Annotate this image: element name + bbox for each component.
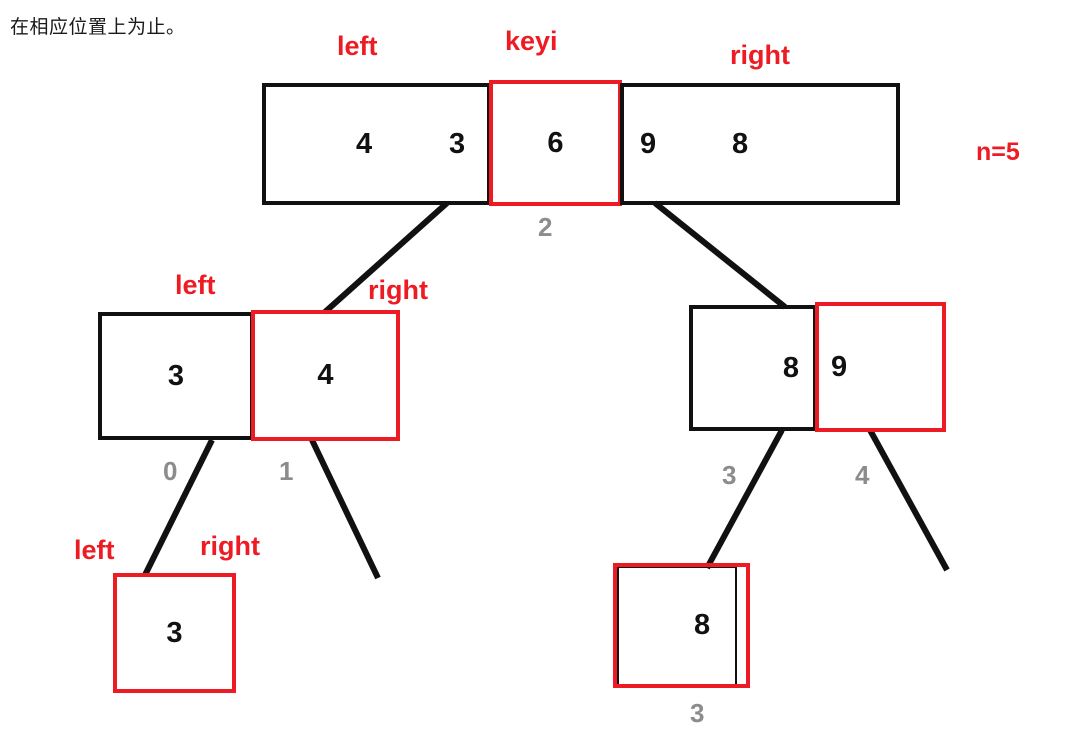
left-subarray-label-right: right <box>368 275 428 305</box>
root-cell-keyi[interactable]: 6 <box>489 80 622 206</box>
root-cell-1-value: 3 <box>449 127 466 160</box>
edge-left-dangling <box>309 438 381 580</box>
left-leaf-cell[interactable]: 3 <box>113 573 236 693</box>
right-leaf-index-3: 3 <box>690 698 705 728</box>
left-subarray-index-1: 1 <box>279 456 294 486</box>
root-cell-right-group[interactable]: 9 8 <box>620 83 900 205</box>
edge-root-to-right <box>653 200 787 310</box>
right-subarray-cell-0[interactable]: 8 <box>689 305 817 431</box>
root-cell-4-value: 8 <box>732 127 749 160</box>
right-leaf-cell-value: 8 <box>694 609 711 641</box>
left-subarray-index-0: 0 <box>163 456 178 486</box>
left-leaf-cell-value: 3 <box>166 616 183 649</box>
right-leaf-cell[interactable]: 8 <box>613 563 750 688</box>
edge-right-to-leaf <box>704 428 785 570</box>
left-subarray-label-left: left <box>175 270 216 300</box>
root-label-keyi: keyi <box>505 26 558 56</box>
edge-right-dangling <box>867 428 950 572</box>
right-subarray-cell-1[interactable]: 9 <box>815 302 946 432</box>
root-cell-left-group[interactable]: 4 3 <box>262 83 491 205</box>
right-subarray-index-3: 3 <box>722 460 737 490</box>
root-cell-0-value: 4 <box>356 127 373 160</box>
left-subarray-cell-1-value: 4 <box>317 359 334 391</box>
right-subarray-cell-0-value: 8 <box>782 351 799 384</box>
left-leaf-label-left: left <box>74 535 115 565</box>
left-subarray-cell-1[interactable]: 4 <box>251 310 400 441</box>
root-cell-2-value: 6 <box>547 126 564 159</box>
root-label-left: left <box>337 31 378 61</box>
right-subarray-index-4: 4 <box>855 460 870 490</box>
root-index-2: 2 <box>538 212 553 242</box>
left-subarray-cell-0[interactable]: 3 <box>98 312 254 440</box>
instruction-note: 在相应位置上为止。 <box>10 16 186 38</box>
root-cell-3-value: 9 <box>640 127 657 160</box>
left-leaf-label-right: right <box>200 531 260 561</box>
left-subarray-cell-0-value: 3 <box>167 359 185 392</box>
array-size-label: n=5 <box>976 138 1020 166</box>
right-subarray-cell-1-value: 9 <box>831 350 848 383</box>
root-label-right: right <box>730 40 790 70</box>
